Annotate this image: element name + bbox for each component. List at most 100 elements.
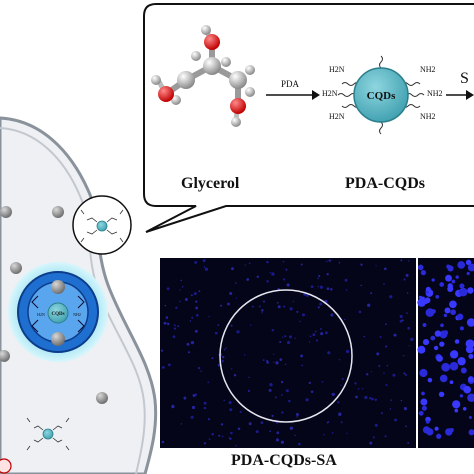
fluorescence-dot <box>300 354 304 358</box>
fluorescence-dot <box>296 310 299 313</box>
fluorescence-dot <box>338 261 341 264</box>
fluorescence-dot <box>467 287 474 294</box>
fluorescence-dot <box>386 365 388 367</box>
fluorescence-dot <box>459 326 464 331</box>
fluorescence-dot <box>445 274 452 282</box>
fluorescence-dot <box>261 309 264 312</box>
fluorescence-dot <box>338 358 341 361</box>
fluorescence-dot <box>345 289 348 291</box>
fluorescence-dot <box>227 302 230 306</box>
fluorescence-dot <box>433 345 439 351</box>
fluorescence-dot <box>468 429 474 436</box>
fluorescence-dot <box>166 322 168 324</box>
fluorescence-dot <box>434 330 442 337</box>
fluorescence-dot <box>189 320 192 322</box>
fluorescence-dot <box>173 327 177 330</box>
vesicle-cqd-label: CQDs <box>51 312 64 317</box>
fluorescence-dot <box>194 329 198 333</box>
fluorescence-dot <box>294 337 296 340</box>
fluorescence-dot <box>207 381 210 384</box>
fluorescence-dot <box>460 367 467 374</box>
fluorescence-dot <box>370 371 373 373</box>
fluorescence-dot <box>221 435 224 438</box>
fluorescence-dot <box>279 340 282 344</box>
fluorescence-dot <box>400 399 403 402</box>
fluorescence-dot <box>366 373 369 376</box>
fluorescence-dot <box>292 300 295 303</box>
fluorescence-dot <box>418 410 424 416</box>
fluorescence-dot <box>305 398 309 402</box>
fluorescence-dot <box>406 292 409 294</box>
vesicle-particle <box>51 332 65 346</box>
fluorescence-dot <box>191 316 194 319</box>
fluorescence-dot <box>459 283 465 289</box>
fluorescence-dot <box>282 260 285 263</box>
fluorescence-dot <box>197 366 201 370</box>
fluorescence-dot <box>370 292 373 295</box>
fluorescence-dot <box>441 362 451 372</box>
fluorescence-dot <box>200 370 202 373</box>
fluorescence-dot <box>235 445 237 447</box>
fluorescence-dot <box>467 376 474 382</box>
fluorescence-dot <box>421 405 427 411</box>
fluorescence-dot <box>217 324 220 326</box>
fluorescence-dot <box>389 408 392 410</box>
fluorescence-dot <box>374 423 378 427</box>
fluorescence-dot <box>383 283 385 285</box>
fluorescence-dot <box>246 278 250 281</box>
fluorescence-dot <box>369 441 373 445</box>
fluorescence-dot <box>319 327 322 330</box>
fluorescence-dot <box>300 263 303 266</box>
fluorescence-dot <box>417 264 424 271</box>
fluorescence-dot <box>422 323 427 327</box>
vesicle-amine-left: H2N <box>37 312 45 317</box>
fluorescence-dot <box>220 423 224 426</box>
fluorescence-dot <box>251 305 254 308</box>
fluorescence-dot <box>330 288 333 291</box>
fluorescence-dot <box>331 392 335 397</box>
fluorescence-dot <box>289 426 294 430</box>
glycerol-molecule <box>151 25 255 127</box>
fluorescence-dot <box>389 295 393 299</box>
fluorescence-dot <box>275 361 279 365</box>
fluorescence-dot <box>308 341 311 343</box>
arrow-2-head <box>466 90 474 100</box>
fluorescence-dot <box>289 307 293 311</box>
fluorescence-dot <box>390 399 392 401</box>
fluorescence-dot <box>420 398 428 406</box>
fluorescence-dot <box>309 335 312 338</box>
fluorescence-dot <box>436 355 443 362</box>
fluorescence-dot <box>376 352 380 356</box>
fluorescence-dot <box>203 406 207 410</box>
fluorescence-dot <box>449 427 454 433</box>
fluorescence-dot <box>392 373 396 377</box>
fluorescence-dot <box>239 410 242 414</box>
fluorescence-dot <box>166 287 170 291</box>
fluorescence-dot <box>465 345 474 354</box>
fluorescence-dot <box>160 349 164 352</box>
fluorescence-dot <box>444 307 451 314</box>
fluorescence-dot <box>383 267 387 271</box>
micrograph-dots-left <box>160 259 414 447</box>
fluorescence-dot <box>326 260 328 263</box>
fluorescence-dot <box>324 331 328 335</box>
fluorescence-dot <box>271 414 274 417</box>
fluorescence-dot <box>172 335 176 339</box>
fluorescence-dot <box>407 326 411 330</box>
gray-particle <box>52 206 64 218</box>
fluorescence-dot <box>467 393 474 403</box>
fluorescence-dot <box>181 286 184 288</box>
fluorescence-dot <box>194 393 198 396</box>
fluorescence-dot <box>285 389 289 393</box>
fluorescence-dot <box>421 391 425 396</box>
fluorescence-dot <box>247 389 251 393</box>
fluorescence-dot <box>191 405 196 410</box>
fluorescence-dot <box>198 290 201 292</box>
fluorescence-dot <box>372 436 375 439</box>
fluorescence-dot <box>281 336 284 338</box>
fluorescence-dot <box>184 298 188 301</box>
micrograph-caption: PDA-CQDs-SA <box>231 452 337 469</box>
fluorescence-dot <box>179 300 181 303</box>
fluorescence-dot <box>360 284 362 287</box>
fluorescence-dot <box>417 345 426 354</box>
